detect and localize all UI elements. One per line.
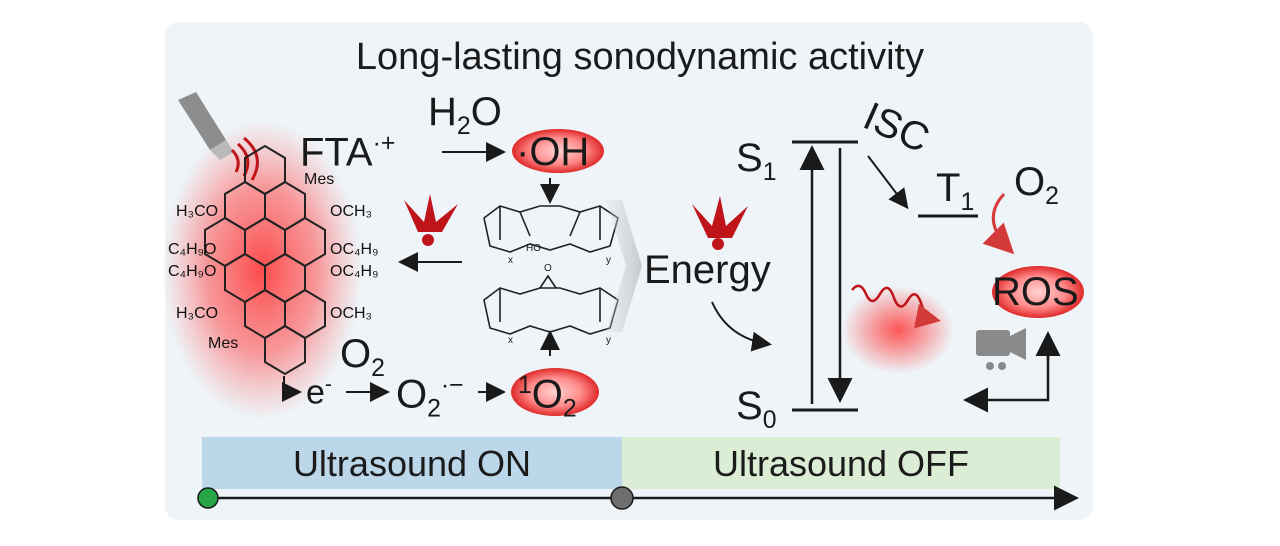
x-label-2: x xyxy=(508,335,513,346)
oc4h9-label-1: OC₄H₉ xyxy=(330,241,379,258)
ultrasound-on-bar xyxy=(202,437,622,489)
peroxide-o-label: O xyxy=(544,263,552,274)
hydroxy-label: HO xyxy=(526,243,541,254)
diagram-title: Long-lasting sonodynamic activity xyxy=(355,36,925,78)
t1-label: T1 xyxy=(936,166,975,216)
ultrasound-off-bar xyxy=(622,437,1060,489)
emission-glow xyxy=(842,286,954,374)
och3-label-2: OCH₃ xyxy=(330,305,373,322)
arrow-electron-start xyxy=(282,376,302,402)
hydroxyl-radical: ·OH xyxy=(516,130,590,174)
c4h9o-label-2: C₄H₉O xyxy=(168,263,217,280)
ros-highlight xyxy=(992,266,1084,318)
x-label-1: x xyxy=(508,255,513,266)
och3-label-1: OCH₃ xyxy=(330,203,373,220)
c4h9o-label-1: C₄H₉O xyxy=(168,241,217,258)
ultrasound-blast-icon xyxy=(404,194,458,246)
h3co-label-2: H₃CO xyxy=(176,305,219,322)
energy-label: Energy xyxy=(644,248,771,292)
s1-label: S1 xyxy=(736,136,777,186)
oc4h9-label-2: OC₄H₉ xyxy=(330,263,379,280)
ros-label: ROS xyxy=(992,270,1079,314)
electron-label: e- xyxy=(306,373,332,412)
mes-bottom-label: Mes xyxy=(208,335,239,352)
camera-icon xyxy=(976,328,1026,370)
o2-label: O2 xyxy=(1014,160,1059,210)
fta-radical-cation: FTA·+ xyxy=(300,130,396,175)
ultrasound-off-label: Ultrasound OFF xyxy=(712,443,970,484)
timeline-mid-dot xyxy=(610,486,634,510)
fta-molecule-structure xyxy=(204,144,326,376)
molecule-glow xyxy=(162,120,362,420)
energy-transfer-arrow xyxy=(982,192,1015,255)
h3co-label-1: H₃CO xyxy=(176,203,219,220)
energy-arrow xyxy=(711,301,772,352)
y-label-2: y xyxy=(606,335,611,346)
y-label-1: y xyxy=(606,255,611,266)
energy-blast-icon xyxy=(692,196,748,250)
hydroxyl-highlight xyxy=(512,129,604,173)
transition-arrow xyxy=(606,200,642,332)
singlet-oxygen-label: 1O2 xyxy=(518,372,577,423)
ultrasound-on-label: Ultrasound ON xyxy=(292,443,532,484)
mes-top-label: Mes xyxy=(304,171,335,188)
water-label: H2O xyxy=(428,90,502,140)
timeline-start-dot xyxy=(197,487,219,509)
oxygen-label: O2 xyxy=(340,332,385,382)
superoxide-label: O2·− xyxy=(396,372,464,423)
isc-arrow xyxy=(867,155,909,210)
singlet-oxygen-highlight xyxy=(511,368,599,416)
s0-label: S0 xyxy=(736,384,777,434)
emission-wave-icon xyxy=(851,284,941,329)
